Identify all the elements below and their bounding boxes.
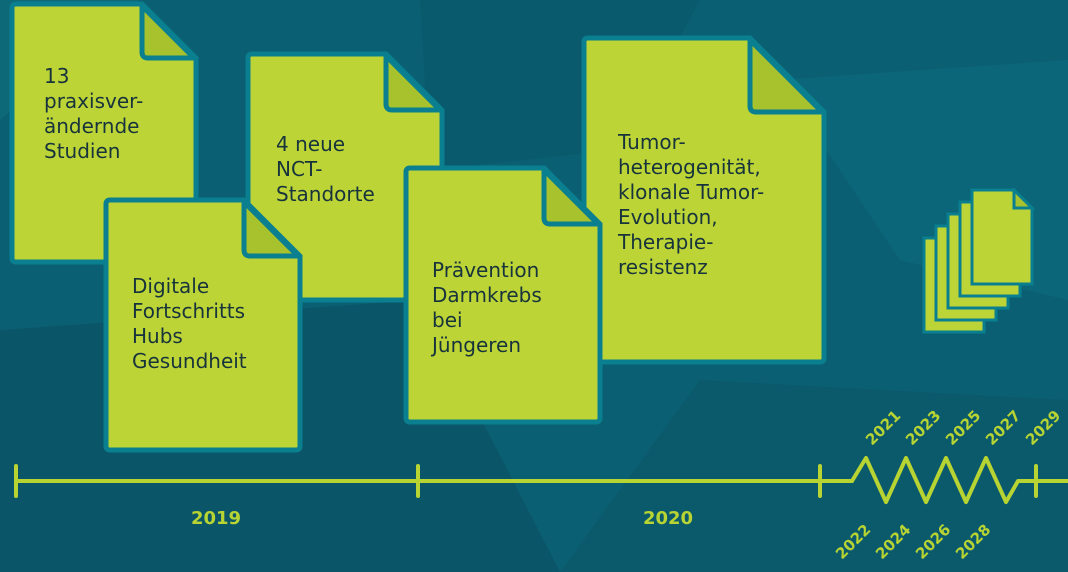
stack-page-fold: [1012, 188, 1036, 210]
document-icon: [403, 165, 603, 425]
document-tumor-text: Tumor- heterogenität, klonale Tumor- Evo…: [618, 130, 765, 279]
stack-page: [970, 188, 1034, 286]
year-label-2019: 2019: [191, 508, 241, 529]
year-label-2020: 2020: [643, 508, 693, 529]
document-icon: [581, 35, 827, 365]
year-label-2029: 2029: [1022, 407, 1064, 449]
year-label-2021: 2021: [862, 407, 904, 449]
document-digital-hubs-text: Digitale Fortschritts Hubs Gesundheit: [132, 274, 247, 373]
year-label-2022: 2022: [832, 521, 874, 563]
document-icon: [103, 197, 303, 453]
year-label-2027: 2027: [982, 407, 1024, 449]
document-studies-text: 13 praxisver- ändernde Studien: [44, 64, 144, 163]
document-icon: [9, 1, 199, 265]
document-studies: 13 praxisver- ändernde Studien: [9, 1, 200, 265]
year-label-2025: 2025: [942, 407, 984, 449]
year-label-2024: 2024: [872, 521, 914, 563]
year-label-2023: 2023: [902, 407, 944, 449]
document-digital-hubs: Digitale Fortschritts Hubs Gesundheit: [103, 197, 304, 453]
year-label-2028: 2028: [952, 521, 994, 563]
timeline-zigzag: [850, 456, 1068, 504]
year-label-2026: 2026: [912, 521, 954, 563]
document-prevention: Prävention Darmkrebs bei Jüngeren: [403, 165, 604, 425]
document-prevention-text: Prävention Darmkrebs bei Jüngeren: [432, 258, 542, 357]
document-nct-sites-text: 4 neue NCT- Standorte: [276, 132, 375, 206]
document-stack-icon: [922, 188, 1036, 334]
document-tumor: Tumor- heterogenität, klonale Tumor- Evo…: [581, 35, 828, 365]
